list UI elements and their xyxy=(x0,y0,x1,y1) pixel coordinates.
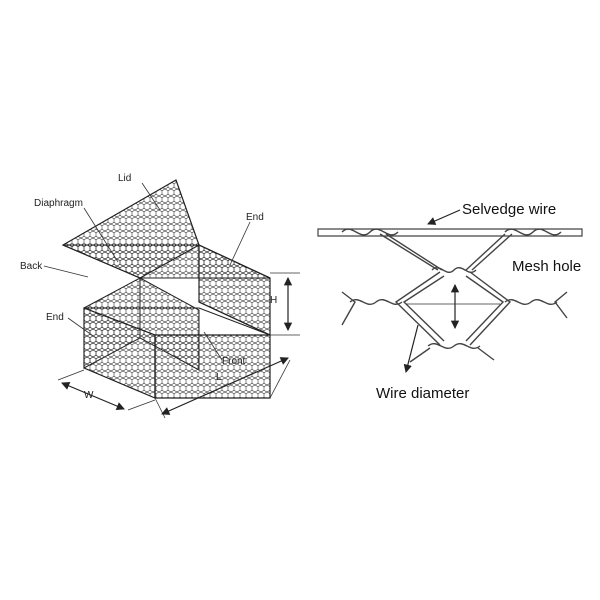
dimension-w xyxy=(57,369,156,411)
label-height: H xyxy=(270,295,277,306)
label-back: Back xyxy=(20,261,43,272)
label-selvedge-wire: Selvedge wire xyxy=(462,201,556,218)
label-diaphragm: Diaphragm xyxy=(34,198,83,209)
label-end-right: End xyxy=(246,212,264,223)
label-lid: Lid xyxy=(118,173,131,184)
mesh-leaders xyxy=(403,209,461,374)
label-length: L xyxy=(216,372,222,383)
label-end-left: End xyxy=(46,312,64,323)
selvedge-wire xyxy=(317,228,583,237)
label-front: Front xyxy=(222,356,246,367)
label-mesh-hole: Mesh hole xyxy=(512,258,581,275)
mesh-detail xyxy=(317,228,583,363)
gabion-leaders xyxy=(43,182,251,361)
dimension-l xyxy=(154,357,291,419)
long-front-face xyxy=(154,334,271,399)
dimension-h xyxy=(270,272,300,336)
label-width: W xyxy=(84,390,94,401)
label-wire-diameter: Wire diameter xyxy=(376,385,469,402)
